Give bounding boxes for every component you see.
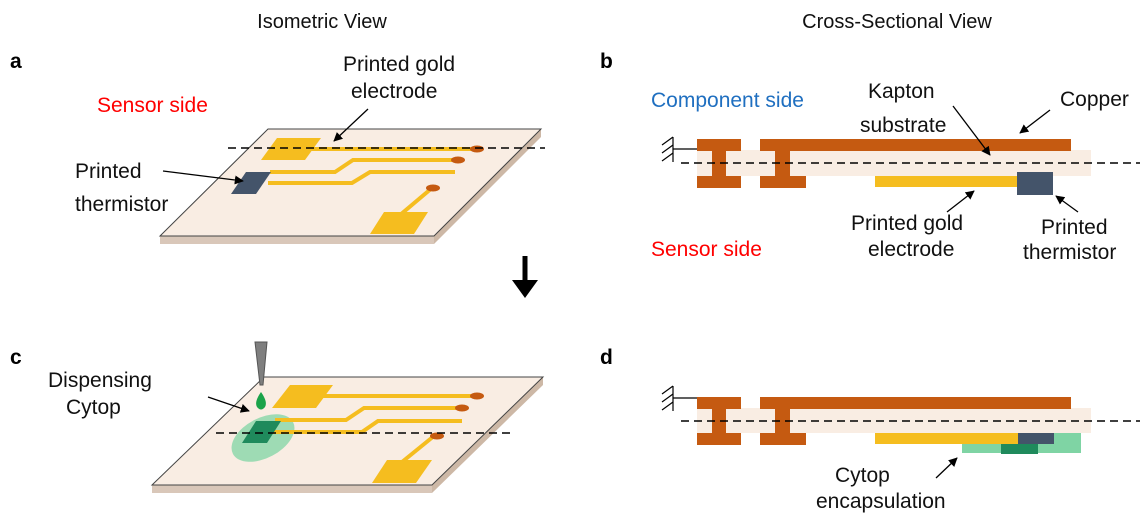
panel-b-thermistor-label-line1: Printed bbox=[1041, 216, 1108, 239]
panel-a: a Sensor side Printed gold electrode Pri… bbox=[10, 50, 545, 244]
cross-sectional-view-header: Cross-Sectional View bbox=[802, 11, 992, 33]
panel-a-gold-arrow bbox=[333, 108, 369, 142]
panel-c-letter: c bbox=[10, 346, 22, 369]
panel-a-sensor-side-label: Sensor side bbox=[97, 94, 208, 117]
panel-c-dispense-needle bbox=[254, 341, 268, 386]
panel-b-copper-arrow bbox=[1019, 109, 1051, 134]
panel-d: d Cytop encapsulation bbox=[600, 346, 1140, 513]
panel-b-component-side-label: Component side bbox=[651, 89, 804, 112]
panel-b-copper-via-1 bbox=[697, 139, 741, 188]
panel-d-gold-electrode bbox=[875, 433, 1018, 444]
panel-b-gold-arrow bbox=[946, 190, 975, 213]
panel-d-cytop-label-line2: encapsulation bbox=[816, 490, 946, 513]
process-arrow bbox=[512, 256, 538, 298]
panel-a-via-1 bbox=[470, 145, 484, 153]
panel-c-drop bbox=[256, 392, 266, 410]
panel-c-trace-3 bbox=[272, 419, 462, 434]
panel-c-dispense-label-line2: Cytop bbox=[66, 396, 121, 419]
panel-b-thermistor-label-line2: thermistor bbox=[1023, 241, 1116, 264]
panel-c-dispense-arrow bbox=[207, 396, 250, 413]
panel-b-kapton-arrow bbox=[952, 105, 991, 156]
panel-d-thermistor bbox=[1018, 433, 1054, 444]
panel-d-copper-top bbox=[760, 397, 1071, 409]
panel-b-kapton-label-line2: substrate bbox=[860, 114, 946, 137]
panel-c-dispense-label-line1: Dispensing bbox=[48, 369, 152, 392]
panel-a-via-2 bbox=[451, 156, 465, 164]
panel-d-cytop-arrow bbox=[935, 457, 958, 479]
panel-a-trace-3 bbox=[268, 170, 455, 185]
panel-a-thermistor bbox=[231, 172, 271, 194]
panel-c-trace-2 bbox=[275, 406, 462, 422]
panel-a-thermistor-label-line1: Printed bbox=[75, 160, 142, 183]
panel-d-copper-via-1 bbox=[697, 397, 741, 445]
panel-a-gold-label-line1: Printed gold bbox=[343, 53, 455, 76]
panel-d-ground-symbol bbox=[661, 385, 700, 411]
panel-c-gold-pad-top bbox=[272, 385, 333, 408]
panel-b-ground-symbol bbox=[661, 136, 700, 162]
panel-c-trace-4 bbox=[400, 434, 436, 464]
panel-b: b Component side Kapton substrate Copper… bbox=[600, 50, 1140, 264]
panel-a-letter: a bbox=[10, 50, 22, 73]
panel-d-letter: d bbox=[600, 346, 613, 369]
panel-b-thermistor bbox=[1017, 172, 1053, 195]
panel-c: c Dispensing Cytop bbox=[10, 341, 545, 493]
panel-c-gold-pad-bottom bbox=[372, 460, 432, 483]
panel-a-board-edge bbox=[160, 236, 434, 244]
panel-c-thermistor bbox=[242, 421, 281, 443]
panel-c-via-3 bbox=[430, 432, 444, 440]
panel-d-copper-via-2 bbox=[760, 397, 806, 445]
panel-b-sensor-side-label: Sensor side bbox=[651, 238, 762, 261]
panel-b-gold-label-line2: electrode bbox=[868, 238, 954, 261]
panel-b-copper-label: Copper bbox=[1060, 88, 1129, 111]
isometric-view-header: Isometric View bbox=[257, 11, 387, 33]
panel-a-thermistor-label-line2: thermistor bbox=[75, 193, 168, 216]
panel-d-cytop-label-line1: Cytop bbox=[835, 464, 890, 487]
panel-a-via-3 bbox=[426, 184, 440, 192]
panel-a-trace-4 bbox=[398, 186, 434, 217]
panel-c-board-edge bbox=[152, 485, 432, 493]
panel-b-gold-electrode bbox=[875, 176, 1017, 187]
panel-a-trace-2 bbox=[270, 158, 455, 174]
panel-a-board-side bbox=[434, 129, 541, 244]
panel-c-via-1 bbox=[470, 392, 484, 400]
panel-b-copper-top bbox=[760, 139, 1071, 151]
panel-b-kapton-label-line1: Kapton bbox=[868, 80, 935, 103]
panel-a-gold-pad-bottom bbox=[370, 212, 428, 234]
panel-d-thermistor-encapsulated bbox=[1001, 444, 1038, 454]
panel-a-gold-pad-top bbox=[261, 138, 321, 160]
panel-b-gold-label-line1: Printed gold bbox=[851, 212, 963, 235]
panel-c-via-2 bbox=[455, 404, 469, 412]
panel-c-board-side bbox=[432, 377, 543, 493]
panel-a-thermistor-arrow bbox=[162, 170, 244, 185]
panel-a-gold-label-line2: electrode bbox=[351, 80, 437, 103]
panel-b-copper-via-2 bbox=[760, 139, 806, 188]
panel-b-thermistor-arrow bbox=[1055, 195, 1079, 213]
panel-b-letter: b bbox=[600, 50, 613, 73]
